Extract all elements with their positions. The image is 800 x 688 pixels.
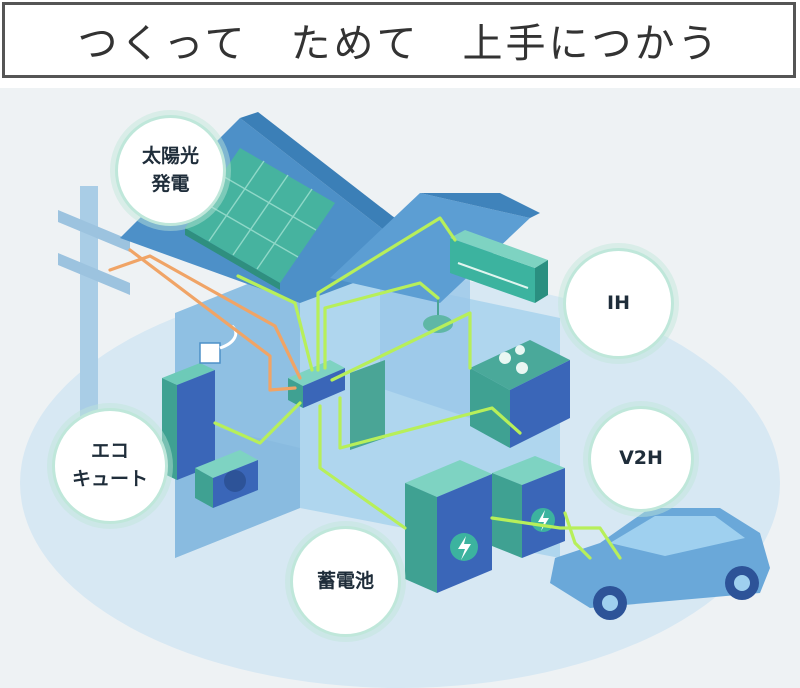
ih-label-text: IH	[607, 291, 630, 314]
ih-label: IH	[563, 248, 674, 359]
solar-label: 太陽光 発電	[115, 115, 226, 226]
battery-label: 蓄電池	[290, 526, 401, 637]
title-box: つくって ためて 上手につかう	[2, 2, 796, 78]
battery-label-text: 蓄電池	[316, 569, 374, 592]
electric-car	[550, 508, 770, 620]
orange-energy-line	[108, 248, 302, 392]
ceiling-light	[423, 298, 453, 333]
ecocute-label-text: エコ キュート	[71, 440, 148, 490]
solar-label-text: 太陽光 発電	[141, 144, 199, 195]
v2h-label: V2H	[588, 406, 694, 512]
air-conditioner	[450, 230, 548, 303]
ecocute-label: エコ キュート	[52, 408, 168, 524]
v2h-label-text: V2H	[619, 447, 663, 470]
page-title: つくって ためて 上手につかう	[77, 21, 721, 67]
battery-units	[405, 456, 565, 593]
green-energy-line	[213, 216, 622, 560]
energy-diagram: 太陽光 発電 IH エコ キュート V2H 蓄電池	[0, 88, 800, 688]
